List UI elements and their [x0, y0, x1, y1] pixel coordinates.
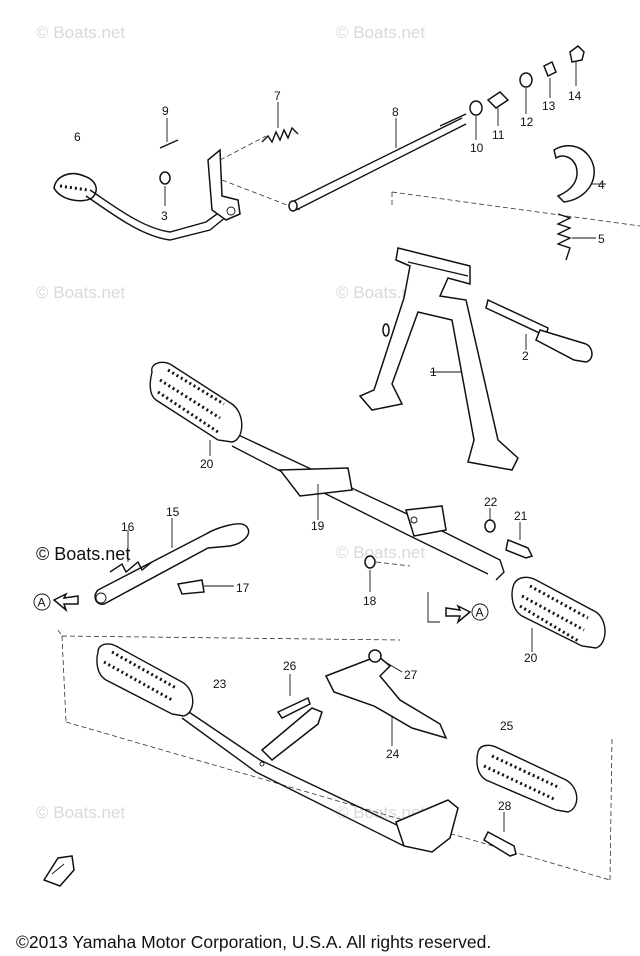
watermark: © Boats.net [36, 803, 125, 822]
callout-9: 9 [162, 104, 169, 118]
marker-a-right: A [427, 592, 489, 625]
marker-label: A [476, 606, 484, 620]
watermark: © Boats.net [36, 283, 125, 302]
rear-grip-left [96, 643, 194, 717]
watermark: © Boats.net [36, 23, 125, 42]
bolt-21 [505, 522, 534, 559]
rod-nut-10 [469, 100, 483, 140]
callout-7: 7 [274, 89, 281, 103]
return-spring [261, 102, 299, 144]
side-stand-spring [109, 530, 153, 574]
callout-25: 25 [500, 719, 514, 733]
adjusting-nut-14 [569, 45, 585, 86]
rear-grip-right [476, 744, 578, 813]
callout-19: 19 [311, 519, 325, 533]
watermark: © Boats.net [336, 23, 425, 42]
footrest-grip-right [511, 576, 606, 652]
callout-11: 11 [492, 128, 505, 142]
callout-27: 27 [404, 668, 418, 682]
nut-18 [364, 555, 411, 592]
brake-pedal [53, 135, 301, 241]
callout-21: 21 [514, 509, 528, 523]
callout-14: 14 [568, 89, 582, 103]
lever-pin [176, 579, 234, 595]
stand-pivot-bolt [485, 298, 593, 363]
main-stand [358, 247, 519, 471]
callout-2: 2 [522, 349, 529, 363]
callout-13: 13 [542, 99, 556, 113]
marker-label: A [38, 596, 46, 610]
bolt-28 [483, 812, 517, 857]
callout-18: 18 [363, 594, 377, 608]
bolt-26 [276, 674, 311, 719]
watermark: © Boats.net [336, 543, 425, 562]
footrest-bracket [324, 655, 448, 746]
nut-27 [368, 649, 403, 673]
callout-16: 16 [121, 520, 135, 534]
callout-4: 4 [598, 178, 605, 192]
rod-spring-11 [486, 91, 510, 126]
callout-12: 12 [520, 115, 534, 129]
callout-3: 3 [161, 209, 168, 223]
callout-1: 1 [430, 365, 437, 379]
pedal-washer [159, 171, 171, 206]
parts-diagram: © Boats.net © Boats.net © Boats.net © Bo… [33, 23, 640, 887]
callout-10: 10 [470, 141, 484, 155]
front-direction-icon [42, 855, 75, 887]
footrest-grip-left [149, 361, 243, 456]
callout-20-left: 20 [200, 457, 214, 471]
stand-spring [556, 213, 596, 261]
copyright-notice: ©2013 Yamaha Motor Corporation, U.S.A. A… [16, 932, 492, 952]
callout-20-right: 20 [524, 651, 538, 665]
rear-footrest-frame [179, 705, 459, 853]
stand-stopper [553, 145, 606, 203]
side-stand-lever [94, 518, 250, 605]
callout-6: 6 [74, 130, 81, 144]
pin-13 [543, 60, 557, 98]
callout-28: 28 [498, 799, 512, 813]
washer-22 [484, 508, 496, 533]
assembly-outlines [57, 191, 640, 881]
callout-22: 22 [484, 495, 498, 509]
callout-23: 23 [213, 677, 227, 691]
callout-17: 17 [236, 581, 250, 595]
watermark-dark: © Boats.net [36, 544, 130, 564]
marker-a-left: A [33, 592, 79, 613]
watermark: © Boats.net [336, 803, 425, 822]
rod-joint-12 [519, 72, 533, 114]
callout-5: 5 [598, 232, 605, 246]
callout-24: 24 [386, 747, 400, 761]
watermark: © Boats.net [336, 283, 425, 302]
callout-26: 26 [283, 659, 297, 673]
callout-8: 8 [392, 105, 399, 119]
footrest-bar [231, 431, 505, 581]
watermarks: © Boats.net © Boats.net © Boats.net © Bo… [36, 23, 425, 822]
callout-numbers: 1 2 3 4 5 6 7 8 9 10 11 12 13 14 15 16 1… [74, 89, 605, 813]
pedal-pin [159, 118, 179, 149]
callout-15: 15 [166, 505, 180, 519]
brake-rod [288, 113, 467, 212]
